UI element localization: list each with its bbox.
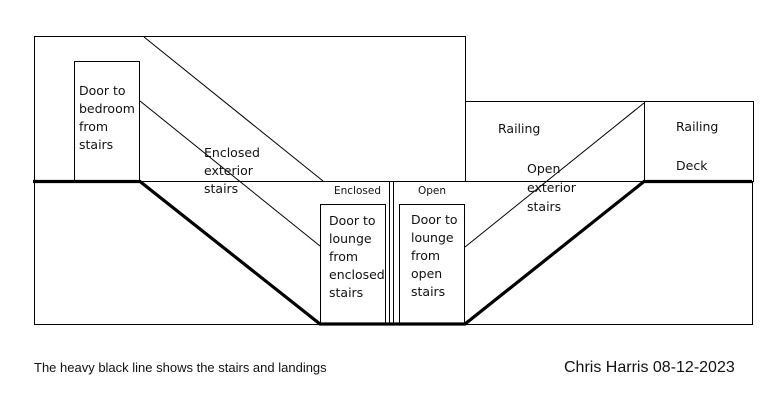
- label-enclosed-landing: Enclosed: [334, 185, 381, 197]
- caption: The heavy black line shows the stairs an…: [34, 360, 327, 375]
- label-door-lounge-enclosed: Door to lounge from enclosed stairs: [329, 213, 389, 300]
- door-bedroom: [74, 61, 140, 182]
- label-deck: Deck: [676, 158, 708, 173]
- label-enclosed-stairs: Enclosed exterior stairs: [204, 145, 264, 196]
- stairs-and-landings-heavy-line: [33, 179, 752, 326]
- label-door-bedroom: Door to bedroom from stairs: [79, 83, 139, 152]
- open-railing-line: [464, 102, 645, 248]
- label-railing-left: Railing: [498, 121, 540, 136]
- enclosed-roof-line-upper: [143, 36, 324, 182]
- enclosed-roof-line-lower: [139, 100, 321, 247]
- label-door-lounge-open: Door to lounge from open stairs: [411, 212, 462, 299]
- label-railing-right: Railing: [676, 119, 718, 134]
- railing-wall: [465, 101, 754, 182]
- door-lounge-open: [399, 204, 465, 325]
- label-open-stairs: Open exterior stairs: [527, 161, 580, 214]
- author-date: Chris Harris 08-12-2023: [564, 359, 735, 376]
- door-lounge-enclosed: [320, 204, 386, 325]
- label-open-landing: Open: [418, 185, 446, 197]
